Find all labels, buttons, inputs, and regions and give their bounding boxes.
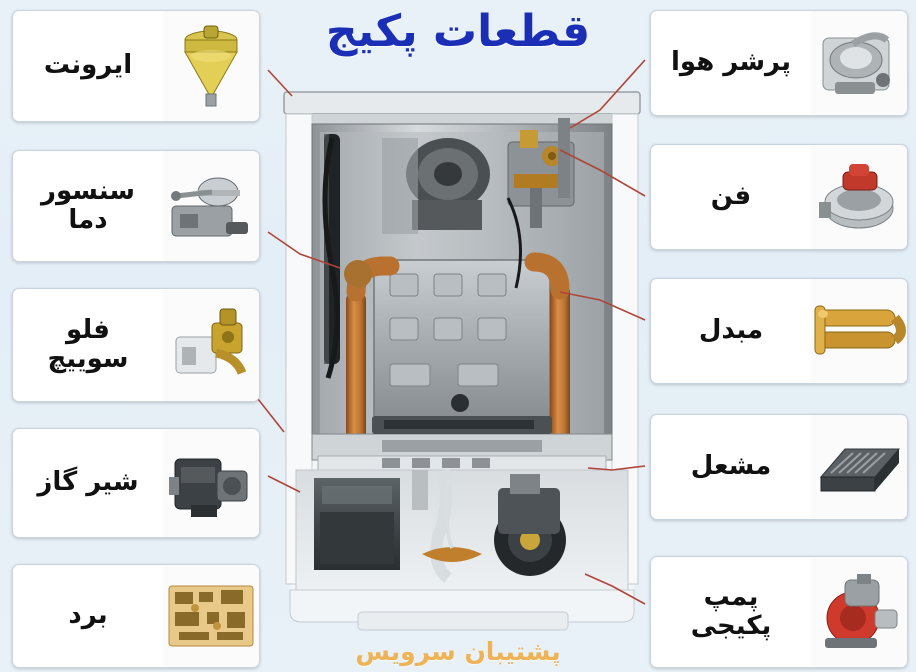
label-card-flow-switch[interactable]: فلو سوییچ (12, 288, 260, 402)
burner-icon (811, 415, 907, 519)
boiler-cutaway-photo (283, 91, 641, 631)
air-vent-icon (163, 11, 259, 121)
label-card-air-pressure[interactable]: پرشر هوا (650, 10, 908, 116)
label-card-board[interactable]: برد (12, 564, 260, 668)
label-card-temp-sensor[interactable]: سنسور دما (12, 150, 260, 262)
label-text-board: برد (68, 600, 108, 631)
label-text-air-pressure: پرشر هوا (671, 47, 791, 78)
label-card-burner[interactable]: مشعل (650, 414, 908, 520)
label-text-flow-switch: فلو سوییچ (47, 314, 129, 374)
label-card-pump[interactable]: پمپ پکیجی (650, 556, 908, 668)
pump-icon (811, 557, 907, 667)
gas-valve-icon (163, 429, 259, 537)
temperature-sensor-icon (163, 151, 259, 261)
label-text-heat-exchanger: مبدل (698, 315, 764, 346)
fan-icon (811, 145, 907, 249)
label-text-pump: پمپ پکیجی (690, 581, 772, 641)
label-text-gas-valve: شیر گاز (37, 467, 139, 498)
heat-exchanger-icon (811, 279, 907, 383)
air-pressure-switch-icon (811, 11, 907, 115)
label-card-air-vent[interactable]: ایرونت (12, 10, 260, 122)
label-text-temp-sensor: سنسور دما (41, 175, 135, 235)
label-card-gas-valve[interactable]: شیر گاز (12, 428, 260, 538)
label-text-fan: فن (710, 181, 752, 212)
control-board-icon (163, 565, 259, 667)
flow-switch-icon (163, 289, 259, 401)
label-card-fan[interactable]: فن (650, 144, 908, 250)
label-text-air-vent: ایرونت (43, 50, 133, 81)
label-card-heat-exchanger[interactable]: مبدل (650, 278, 908, 384)
label-text-burner: مشعل (690, 451, 772, 482)
